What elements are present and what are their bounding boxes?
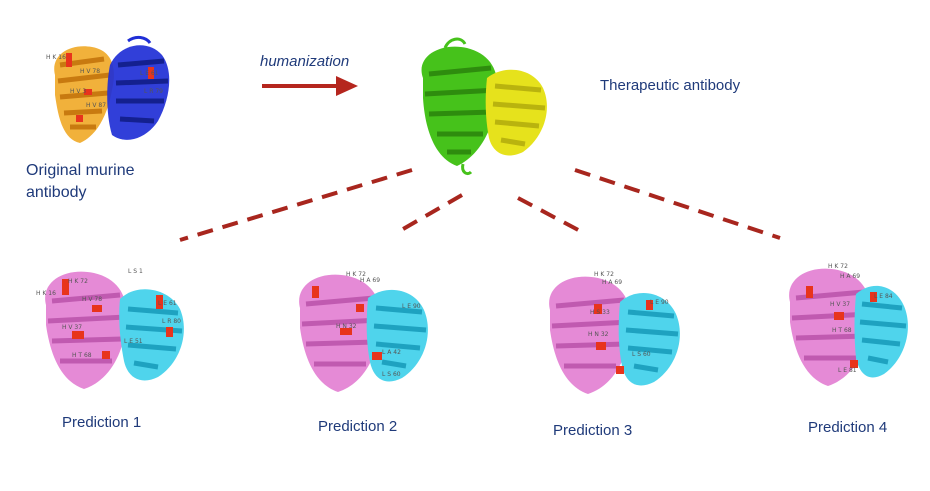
prediction-4-structure: H K 72 H A 69 L E 84 H V 37 H T 68 L E 81 bbox=[789, 263, 908, 386]
original-caption-line1: Original murine bbox=[26, 162, 135, 179]
prediction-1-label: Prediction 1 bbox=[62, 414, 142, 431]
humanization-arrow bbox=[262, 76, 358, 96]
svg-text:H A 69: H A 69 bbox=[360, 277, 380, 284]
svg-text:H V 78: H V 78 bbox=[82, 296, 102, 303]
svg-text:H K 72: H K 72 bbox=[68, 278, 88, 285]
connector-prediction-4 bbox=[574, 168, 781, 240]
svg-text:L E 90: L E 90 bbox=[402, 303, 421, 310]
svg-text:H V 87: H V 87 bbox=[86, 102, 106, 109]
humanization-label: humanization bbox=[260, 53, 350, 70]
therapeutic-antibody-structure bbox=[421, 37, 547, 176]
svg-text:H V 37: H V 37 bbox=[62, 324, 82, 331]
connector-prediction-3 bbox=[517, 196, 583, 234]
svg-text:H A 69: H A 69 bbox=[840, 273, 860, 280]
svg-text:H K 72: H K 72 bbox=[346, 271, 366, 278]
connector-prediction-1 bbox=[179, 168, 413, 242]
svg-text:L S 1: L S 1 bbox=[128, 268, 143, 275]
original-caption-line2: antibody bbox=[26, 184, 87, 201]
svg-text:H K 72: H K 72 bbox=[828, 263, 848, 270]
svg-text:L E 61: L E 61 bbox=[158, 300, 177, 307]
svg-text:L R 80: L R 80 bbox=[162, 318, 181, 325]
connector-prediction-2 bbox=[396, 193, 464, 234]
svg-text:H K 72: H K 72 bbox=[594, 271, 614, 278]
svg-text:L E 84: L E 84 bbox=[874, 293, 893, 300]
svg-text:L S 60: L S 60 bbox=[632, 351, 651, 358]
svg-text:H T 68: H T 68 bbox=[72, 352, 92, 359]
svg-text:L E 51: L E 51 bbox=[124, 338, 143, 345]
therapeutic-caption: Therapeutic antibody bbox=[600, 77, 741, 94]
svg-text:L R 79: L R 79 bbox=[144, 88, 163, 95]
svg-text:H V 78: H V 78 bbox=[80, 68, 100, 75]
svg-text:L E 61: L E 61 bbox=[140, 70, 159, 77]
svg-text:H N 32: H N 32 bbox=[336, 323, 357, 330]
svg-text:H V 3: H V 3 bbox=[70, 88, 86, 95]
svg-text:H N 32: H N 32 bbox=[588, 331, 609, 338]
svg-text:H K 16: H K 16 bbox=[36, 290, 56, 297]
svg-text:L E 90: L E 90 bbox=[650, 299, 669, 306]
svg-text:H T 68: H T 68 bbox=[832, 327, 852, 334]
svg-text:H S 33: H S 33 bbox=[590, 309, 610, 316]
prediction-3-label: Prediction 3 bbox=[553, 422, 633, 439]
svg-text:L A 42: L A 42 bbox=[382, 349, 401, 356]
murine-antibody-structure: H K 16 H V 78 H V 3H V 87 L E 61 L R 79 bbox=[46, 35, 170, 143]
prediction-2-structure: H K 72H A 69 L E 90 H N 32 L A 42 L S 60 bbox=[299, 271, 428, 392]
svg-text:L E 81: L E 81 bbox=[838, 367, 857, 374]
prediction-3-structure: H K 72H A 69 L E 90 H S 33 H N 32 L S 60 bbox=[549, 271, 680, 394]
prediction-2-label: Prediction 2 bbox=[318, 418, 398, 435]
prediction-4-label: Prediction 4 bbox=[808, 419, 888, 436]
svg-text:L S 60: L S 60 bbox=[382, 371, 401, 378]
prediction-1-structure: H K 16 H K 72 L S 1 H V 78 H V 37 L E 61 L R… bbox=[36, 268, 184, 389]
svg-text:H A 69: H A 69 bbox=[602, 279, 622, 286]
dashed-connectors bbox=[179, 168, 781, 242]
svg-text:H K 16: H K 16 bbox=[46, 54, 66, 61]
svg-text:H V 37: H V 37 bbox=[830, 301, 850, 308]
